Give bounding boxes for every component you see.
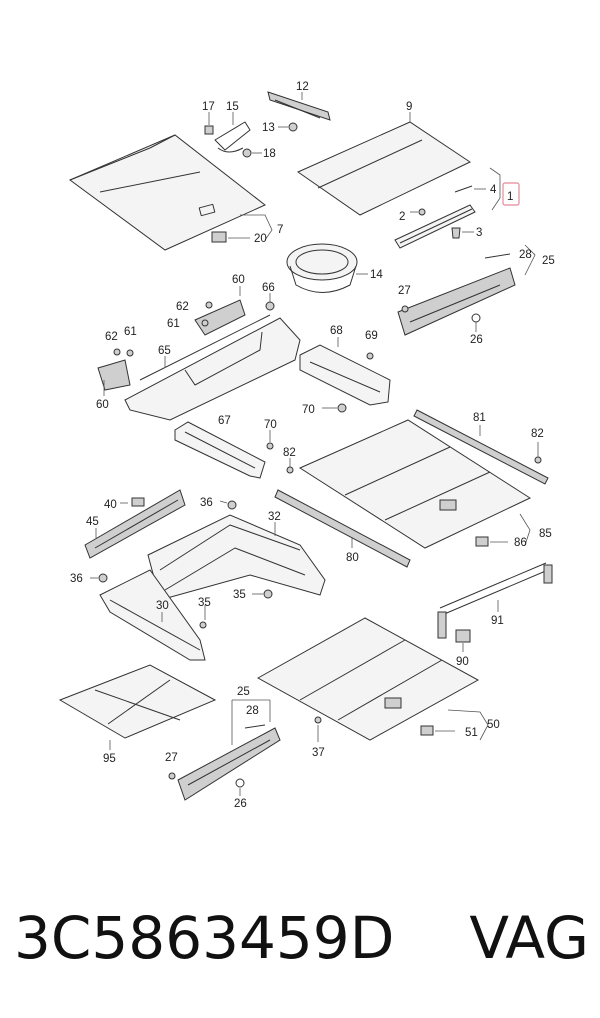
callout-27-upper: 27	[398, 285, 411, 297]
long-strip-lower-part	[274, 489, 411, 568]
trim-strip-part	[394, 167, 501, 249]
storage-bin-part	[286, 243, 368, 293]
callout-32: 32	[268, 511, 281, 523]
long-strip-upper-part	[413, 409, 549, 485]
callout-86: 86	[514, 537, 527, 549]
luggage-cover-panel-part	[296, 112, 472, 216]
lower-floor-panels-part	[256, 617, 489, 742]
callout-27-lower: 27	[165, 752, 178, 764]
callout-35-upper: 35	[198, 597, 211, 609]
callout-3: 3	[476, 227, 482, 239]
callout-7: 7	[277, 224, 283, 236]
mounting-rail-part	[84, 489, 186, 559]
rear-trim-upper-part	[397, 244, 536, 336]
callout-1: 1	[507, 191, 513, 203]
callout-15: 15	[226, 101, 239, 113]
callout-30: 30	[156, 600, 169, 612]
callout-20: 20	[254, 233, 267, 245]
callout-65: 65	[158, 345, 171, 357]
callout-14: 14	[370, 269, 383, 281]
callout-69: 69	[365, 330, 378, 342]
rear-trim-lower-part	[168, 699, 281, 801]
callout-70-lower: 70	[264, 419, 277, 431]
cross-bar-part	[437, 562, 553, 652]
callout-36-upper: 36	[200, 497, 213, 509]
callout-61-upper: 61	[167, 318, 180, 330]
callout-26-lower: 26	[234, 798, 247, 810]
callout-82-upper: 82	[531, 428, 544, 440]
callout-35-lower: 35	[233, 589, 246, 601]
callout-61-lower: 61	[124, 326, 137, 338]
lower-frame-part	[90, 569, 207, 661]
callout-50: 50	[487, 719, 500, 731]
brand-name: VAG	[469, 904, 589, 972]
callout-40: 40	[104, 499, 117, 511]
callout-28-lower: 28	[246, 705, 259, 717]
floor-mat-part	[58, 664, 217, 750]
callout-81: 81	[473, 412, 486, 424]
caption-bar: 3C5863459D VAG	[14, 898, 589, 978]
callout-9: 9	[406, 101, 412, 113]
callout-12: 12	[296, 81, 309, 93]
callout-95: 95	[103, 753, 116, 765]
callout-67: 67	[218, 415, 231, 427]
exploded-parts-diagram: 1 2 3 4 7 9 12 13 14 15 17 18 20 25 25 2…	[58, 81, 555, 810]
floor-cover-part	[69, 134, 273, 251]
callout-60-upper: 60	[232, 274, 245, 286]
callout-36-lower: 36	[70, 573, 83, 585]
callout-91: 91	[491, 615, 504, 627]
callout-82-lower: 82	[283, 447, 296, 459]
side-frame-left-part	[97, 286, 301, 421]
callout-51: 51	[465, 727, 478, 739]
callout-45: 45	[86, 516, 99, 528]
callout-37: 37	[312, 747, 325, 759]
callout-70-upper: 70	[302, 404, 315, 416]
bracket-part	[299, 337, 391, 413]
callout-25-lower: 25	[237, 686, 250, 698]
part-number: 3C5863459D	[14, 904, 395, 972]
callout-66: 66	[262, 282, 275, 294]
highlight-box	[502, 182, 520, 206]
callout-68: 68	[330, 325, 343, 337]
callout-13: 13	[262, 122, 275, 134]
callout-25-upper: 25	[542, 255, 555, 267]
callout-60-lower: 60	[96, 399, 109, 411]
callout-90: 90	[456, 656, 469, 668]
callout-62-lower: 62	[105, 331, 118, 343]
clip-part	[211, 231, 227, 243]
floor-panels-part	[298, 419, 532, 549]
callout-85: 85	[539, 528, 552, 540]
callout-4: 4	[490, 184, 497, 196]
hinge-bracket-part	[204, 91, 331, 158]
callout-2: 2	[399, 211, 405, 223]
callout-18: 18	[263, 148, 276, 160]
callout-26-upper: 26	[470, 334, 483, 346]
guide-rail-part	[174, 421, 274, 479]
callout-28-upper: 28	[519, 249, 532, 261]
side-frame-right-part	[147, 500, 326, 601]
callout-17: 17	[202, 101, 215, 113]
callout-80: 80	[346, 552, 359, 564]
callout-62-upper: 62	[176, 301, 189, 313]
